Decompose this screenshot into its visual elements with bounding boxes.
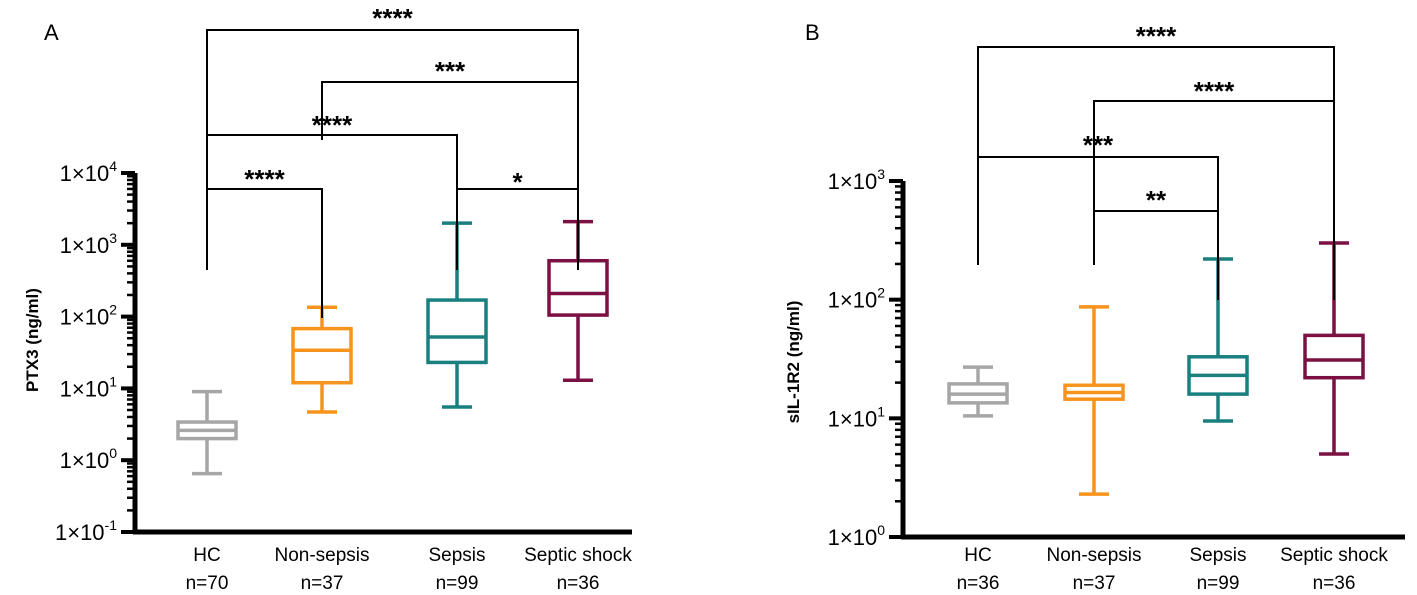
y-tick-label: 1×100	[828, 522, 886, 550]
significance-label: ****	[312, 110, 353, 140]
category-label: HC	[964, 545, 991, 566]
panel-letter: B	[805, 20, 820, 45]
significance-label: ***	[435, 56, 466, 86]
box-iqr	[291, 326, 353, 385]
significance-bracket	[206, 29, 579, 270]
category-n-label: n=70	[186, 573, 229, 594]
category-label: Non-sepsis	[274, 545, 369, 566]
significance-bracket	[321, 81, 579, 270]
y-tick-label: 1×103	[828, 166, 886, 194]
category-n-label: n=36	[1313, 573, 1356, 594]
category-label: HC	[193, 545, 220, 566]
y-tick-label: 1×10-1	[55, 517, 117, 545]
significance-bracket	[456, 188, 579, 270]
box-hc	[947, 365, 1009, 418]
category-n-label: n=37	[1073, 573, 1116, 594]
y-tick-label: 1×100	[60, 445, 118, 473]
category-label: Sepsis	[1189, 545, 1246, 566]
category-n-label: n=37	[301, 573, 344, 594]
y-tick-label: 1×103	[60, 230, 118, 258]
category-n-label: n=99	[436, 573, 479, 594]
category-label: Non-sepsis	[1046, 545, 1141, 566]
panel-a: A PTX3 (ng/ml) 1×104 1×103 1×102 1×101 1×100 1×…	[23, 3, 632, 594]
y-tick-label: 1×104	[60, 158, 118, 186]
y-tick-label: 1×101	[60, 373, 118, 401]
significance-bracket	[1093, 210, 1219, 265]
panel-letter: A	[44, 20, 59, 45]
significance-bracket	[206, 134, 458, 270]
significance-bracket	[977, 156, 1219, 300]
significance-bracket	[977, 46, 1335, 300]
significance-bracket	[206, 188, 323, 318]
y-tick-label: 1×102	[828, 285, 886, 313]
y-tick-label: 1×101	[828, 403, 886, 431]
category-label: Septic shock	[1280, 545, 1388, 566]
y-axis-label: PTX3 (ng/ml)	[23, 288, 42, 392]
y-axis-label: sIL-1R2 (ng/ml)	[784, 301, 803, 424]
significance-label: ****	[1136, 21, 1177, 51]
category-n-label: n=36	[957, 573, 1000, 594]
category-n-label: n=99	[1197, 573, 1240, 594]
box-non-sepsis	[1063, 305, 1125, 496]
significance-label: ****	[1194, 76, 1235, 106]
significance-bracket	[1093, 100, 1335, 300]
category-label: Sepsis	[428, 545, 485, 566]
box-iqr	[1303, 333, 1365, 380]
y-tick-label: 1×102	[60, 302, 118, 330]
box-iqr	[426, 298, 488, 365]
box-non-sepsis	[291, 305, 353, 414]
significance-label: ****	[244, 164, 285, 194]
category-label: Septic shock	[524, 545, 632, 566]
box-hc	[176, 389, 238, 476]
category-n-label: n=36	[557, 573, 600, 594]
significance-label: **	[1146, 185, 1167, 215]
significance-label: ****	[372, 3, 413, 33]
significance-label: *	[512, 167, 523, 197]
significance-label: ***	[1083, 130, 1114, 160]
